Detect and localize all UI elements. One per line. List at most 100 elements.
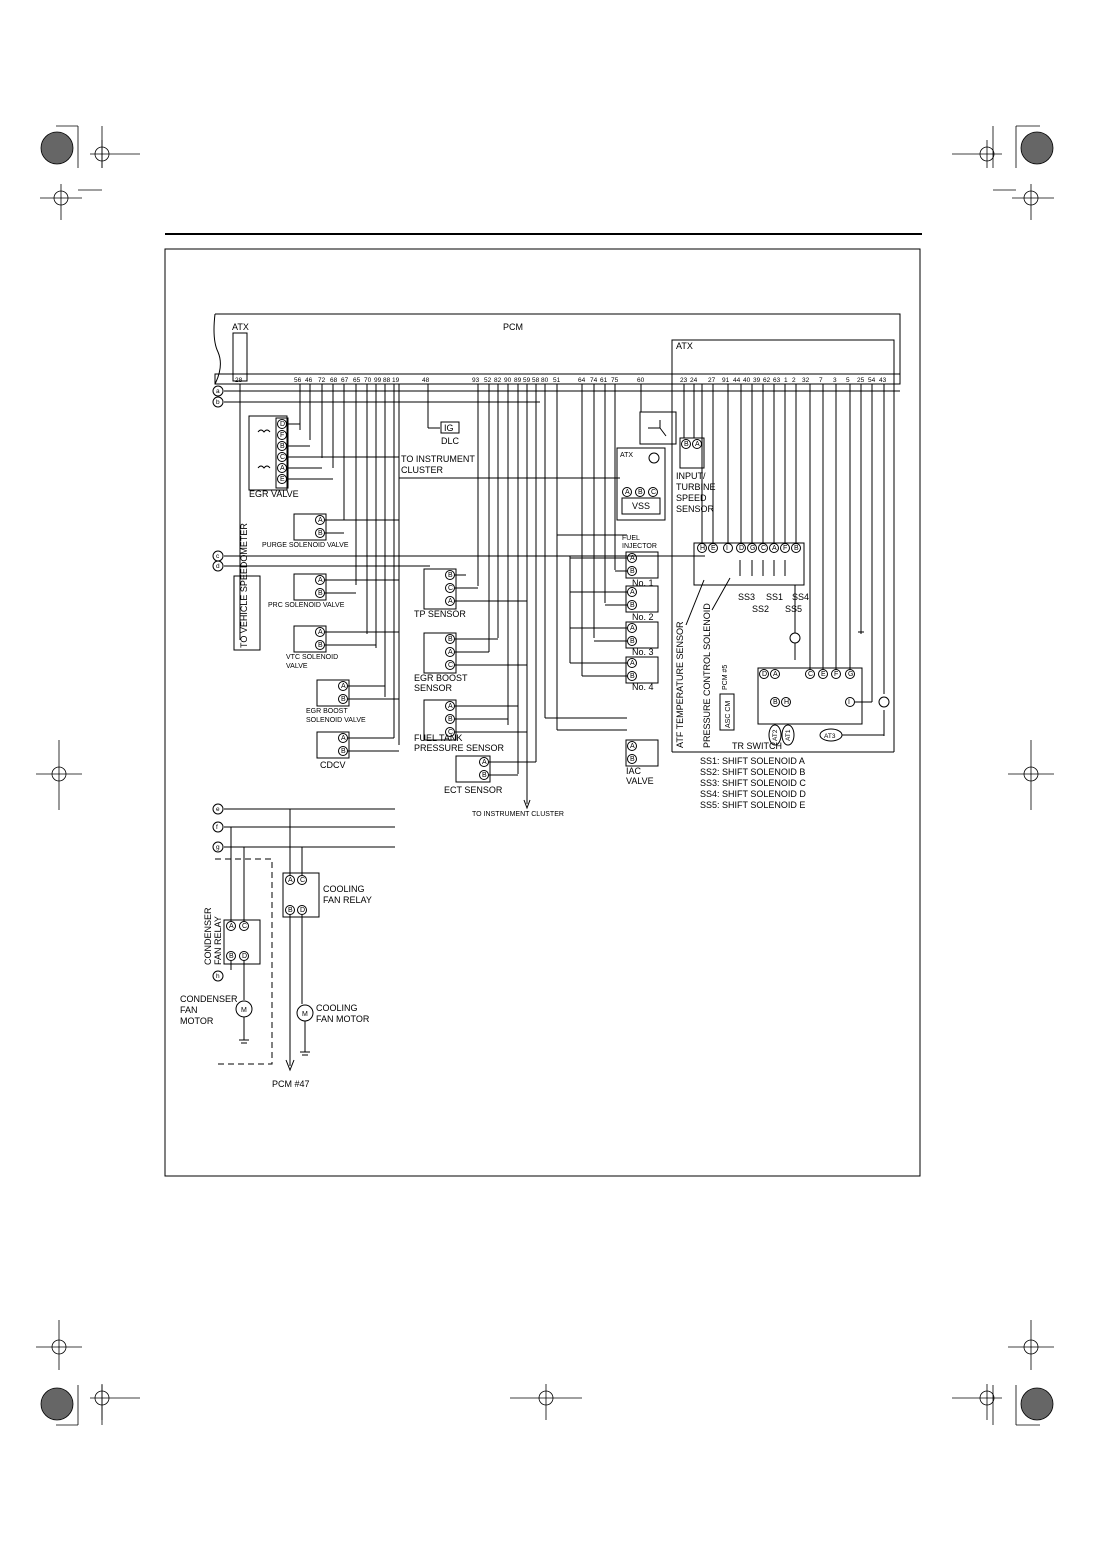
iac-valve-label: IAC — [626, 766, 642, 776]
cooling-fan-relay-label: COOLING — [323, 884, 365, 894]
svg-text:A: A — [630, 625, 635, 632]
svg-text:A: A — [448, 598, 453, 605]
ss1-label: SS1 — [766, 592, 783, 602]
pin-label: 28 — [235, 377, 243, 384]
svg-text:C: C — [242, 923, 247, 930]
svg-text:A: A — [695, 441, 700, 448]
pin-label: 52 — [484, 377, 492, 384]
fuel-tank-sensor-label: FUEL TANK — [414, 733, 462, 743]
legend-item: SS5: SHIFT SOLENOID E — [700, 800, 805, 810]
prc-solenoid-valve: A B PRC SOLENOID VALVE — [268, 573, 399, 609]
pin-label: 74 — [590, 377, 598, 384]
vtc-solenoid-label: VTC SOLENOID — [286, 654, 338, 661]
svg-text:C: C — [448, 585, 453, 592]
bus-letter-e: e — [216, 806, 220, 813]
svg-text:B: B — [482, 772, 487, 779]
pin-label: 5 — [846, 377, 850, 384]
egr-boost-sensor-label: EGR BOOST — [414, 673, 468, 683]
pin-label: 54 — [868, 377, 876, 384]
svg-text:B: B — [794, 545, 799, 552]
pin-label: 27 — [708, 377, 716, 384]
bus-letter-c: c — [216, 553, 220, 560]
pin-label: 75 — [611, 377, 619, 384]
svg-text:A: A — [448, 649, 453, 656]
prc-solenoid-label: PRC SOLENOID VALVE — [268, 602, 345, 609]
pcm-block: PCM ATX ATX — [213, 313, 901, 385]
purge-solenoid-valve: A B PURGE SOLENOID VALVE — [262, 513, 399, 549]
svg-text:B: B — [318, 642, 323, 649]
left-harness-wires — [299, 384, 440, 745]
legend-item: SS4: SHIFT SOLENOID D — [700, 789, 806, 799]
cooling-fan-motor-label: COOLING — [316, 1003, 358, 1013]
atx-right-frame — [671, 384, 895, 753]
svg-text:I: I — [726, 545, 728, 552]
svg-text:E: E — [280, 476, 285, 483]
pin-row-mid: 93 52 82 90 89 59 58 80 51 64 74 61 75 6… — [472, 377, 645, 384]
iac-valve-label-2: VALVE — [626, 776, 654, 786]
svg-text:A: A — [318, 517, 323, 524]
to-instrument-cluster-top-label: TO INSTRUMENT — [401, 454, 475, 464]
svg-text:D: D — [242, 953, 247, 960]
svg-text:A: A — [288, 877, 293, 884]
pin-row-left: 28 56 46 72 68 67 65 70 99 88 19 48 — [235, 377, 430, 384]
bus-letter-d: d — [216, 563, 220, 570]
dlc-label: DLC — [441, 436, 460, 446]
svg-text:A: A — [280, 465, 285, 472]
pin-label: 60 — [637, 377, 645, 384]
cooling-fan-motor-m: M — [302, 1011, 308, 1018]
svg-text:C: C — [280, 454, 285, 461]
svg-text:B: B — [773, 699, 778, 706]
ss5-label: SS5 — [785, 604, 802, 614]
pcm47-label: PCM #47 — [272, 1079, 310, 1089]
svg-text:B: B — [318, 530, 323, 537]
ss2-label: SS2 — [752, 604, 769, 614]
pin-label: 48 — [422, 377, 430, 384]
legend-item: SS1: SHIFT SOLENOID A — [700, 756, 805, 766]
svg-text:G: G — [750, 545, 755, 552]
svg-text:H: H — [784, 699, 789, 706]
pin-row-right: 23 24 27 91 44 40 39 62 63 1 2 32 7 3 5 … — [680, 377, 887, 384]
pin-label: 39 — [753, 377, 761, 384]
diagram-frame — [164, 248, 921, 1177]
pin-label: 24 — [690, 377, 698, 384]
at1-label: AT1 — [785, 729, 792, 741]
svg-text:H: H — [700, 545, 705, 552]
injector-no3-label: No. 3 — [632, 647, 654, 657]
pin-label: 7 — [819, 377, 823, 384]
svg-text:A: A — [773, 671, 778, 678]
svg-text:E: E — [711, 545, 716, 552]
bus-letter-h: h — [216, 973, 220, 980]
vss-label: VSS — [632, 501, 650, 511]
shift-solenoid-block: H E I D G C A F B SS3 SS1 SS4 SS2 SS5 AT… — [675, 384, 809, 748]
pin-label: 90 — [504, 377, 512, 384]
svg-text:A: A — [772, 545, 777, 552]
svg-text:I: I — [848, 699, 850, 706]
registration-marks — [36, 125, 1054, 1426]
svg-text:B: B — [318, 590, 323, 597]
svg-text:B: B — [341, 748, 346, 755]
legend-item: SS2: SHIFT SOLENOID B — [700, 767, 805, 777]
svg-text:A: A — [630, 660, 635, 667]
svg-text:A: A — [229, 923, 234, 930]
condenser-fan-relay-label-2: FAN RELAY — [213, 916, 223, 965]
input-turbine-label-3: SPEED — [676, 493, 707, 503]
pin-label: 2 — [792, 377, 796, 384]
pressure-control-solenoid-label: PRESSURE CONTROL SOLENOID — [702, 603, 712, 748]
svg-text:A: A — [448, 703, 453, 710]
shift-solenoid-legend: SS1: SHIFT SOLENOID A SS2: SHIFT SOLENOI… — [700, 756, 806, 810]
input-turbine-label-4: SENSOR — [676, 504, 715, 514]
cooling-fan-motor-label-2: FAN MOTOR — [316, 1014, 370, 1024]
vss-atx-label: ATX — [620, 452, 633, 459]
pin-label: 63 — [773, 377, 781, 384]
vehicle-speedometer-line: TO VEHICLE SPEEDOMETER — [233, 384, 261, 651]
pcm-atx-right: ATX — [676, 341, 693, 351]
svg-text:A: A — [341, 683, 346, 690]
to-vehicle-speedometer-label: TO VEHICLE SPEEDOMETER — [239, 523, 249, 648]
egr-boost-sensor: B A C EGR BOOST SENSOR — [414, 632, 527, 693]
pin-label: 44 — [733, 377, 741, 384]
svg-text:C: C — [448, 729, 453, 736]
input-turbine-label-2: TURBINE — [676, 482, 716, 492]
bus-letter-f: f — [216, 824, 218, 831]
asc-cm-label: ASC CM — [725, 701, 732, 728]
